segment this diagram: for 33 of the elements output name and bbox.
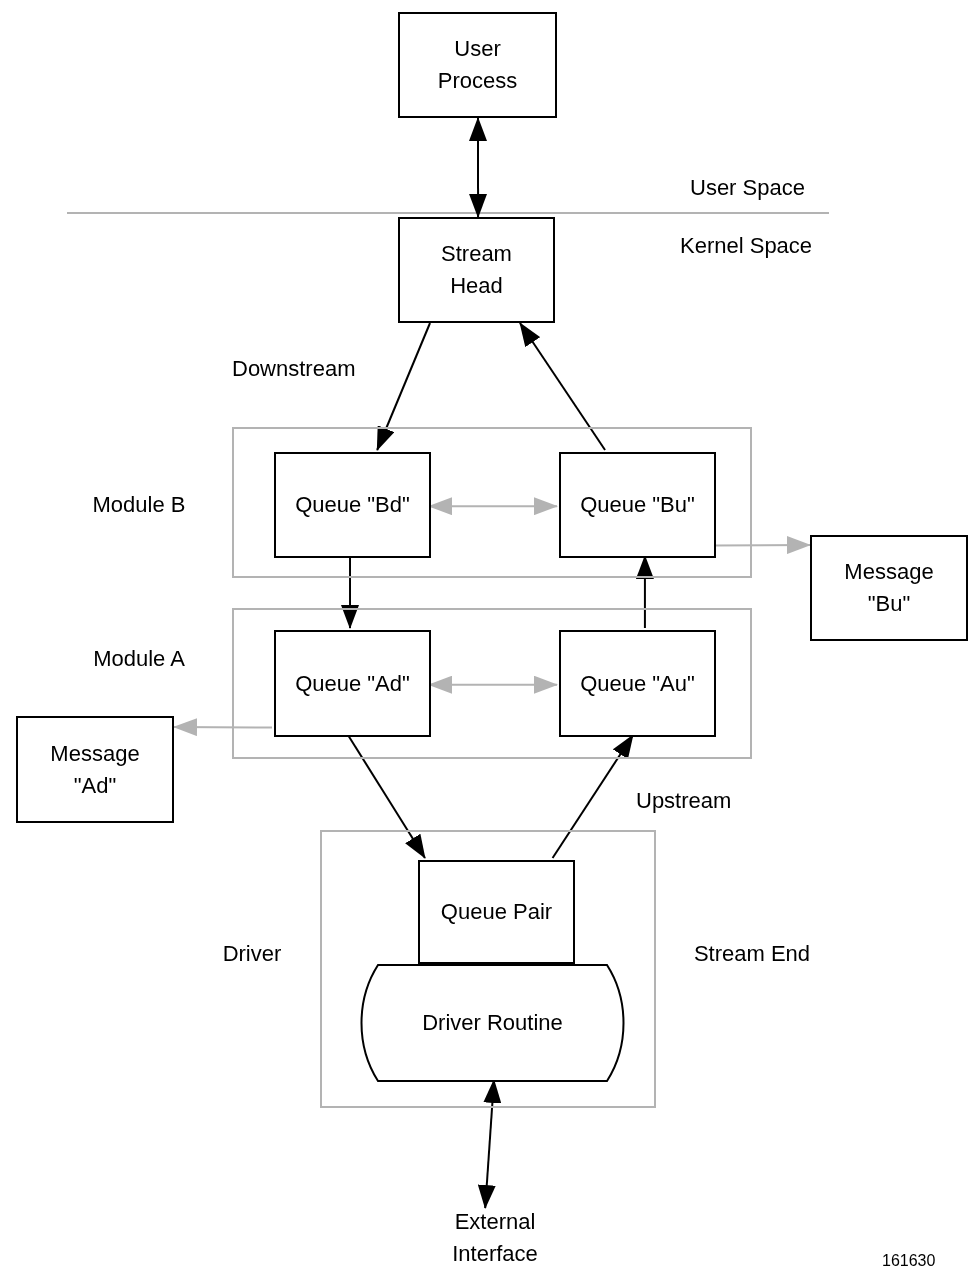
figure-number: 161630 — [882, 1251, 936, 1268]
node-label: Message "Ad" — [49, 739, 141, 800]
group-heading: Module A — [92, 645, 186, 673]
arrow — [173, 718, 273, 737]
node-label: Driver Routine — [421, 1009, 564, 1037]
queue-box — [274, 452, 431, 558]
node-label: Queue "Au" — [579, 669, 696, 698]
arrow — [376, 322, 432, 451]
node-label: Queue Pair — [439, 898, 554, 926]
node-label: Queue "Bu" — [579, 491, 696, 519]
queue-box — [398, 217, 555, 323]
node-label: Queue "Bd" — [294, 491, 411, 519]
annotation-label: Upstream — [636, 787, 732, 815]
group-heading: Stream End — [692, 940, 812, 968]
group-heading: Driver — [221, 940, 283, 968]
node-label: User Process — [436, 35, 519, 95]
arrow — [519, 322, 607, 451]
group-heading: Module B — [91, 491, 187, 519]
interface-label: External Interface — [451, 1208, 539, 1268]
node-label: Message "Bu" — [843, 558, 935, 618]
queue-box — [810, 535, 968, 641]
queue-box — [398, 12, 557, 118]
node-label: Queue "Ad" — [294, 669, 411, 698]
queue-box — [274, 630, 431, 737]
annotation-label: Kernel Space — [680, 232, 813, 260]
node-label: Stream Head — [440, 240, 513, 300]
annotation-label: Downstream — [232, 355, 356, 383]
annotation-label: User Space — [690, 174, 805, 202]
queue-box — [418, 860, 575, 964]
queue-box — [559, 630, 716, 737]
arrow — [469, 117, 488, 218]
queue-box — [16, 716, 174, 823]
queue-box — [559, 452, 716, 558]
